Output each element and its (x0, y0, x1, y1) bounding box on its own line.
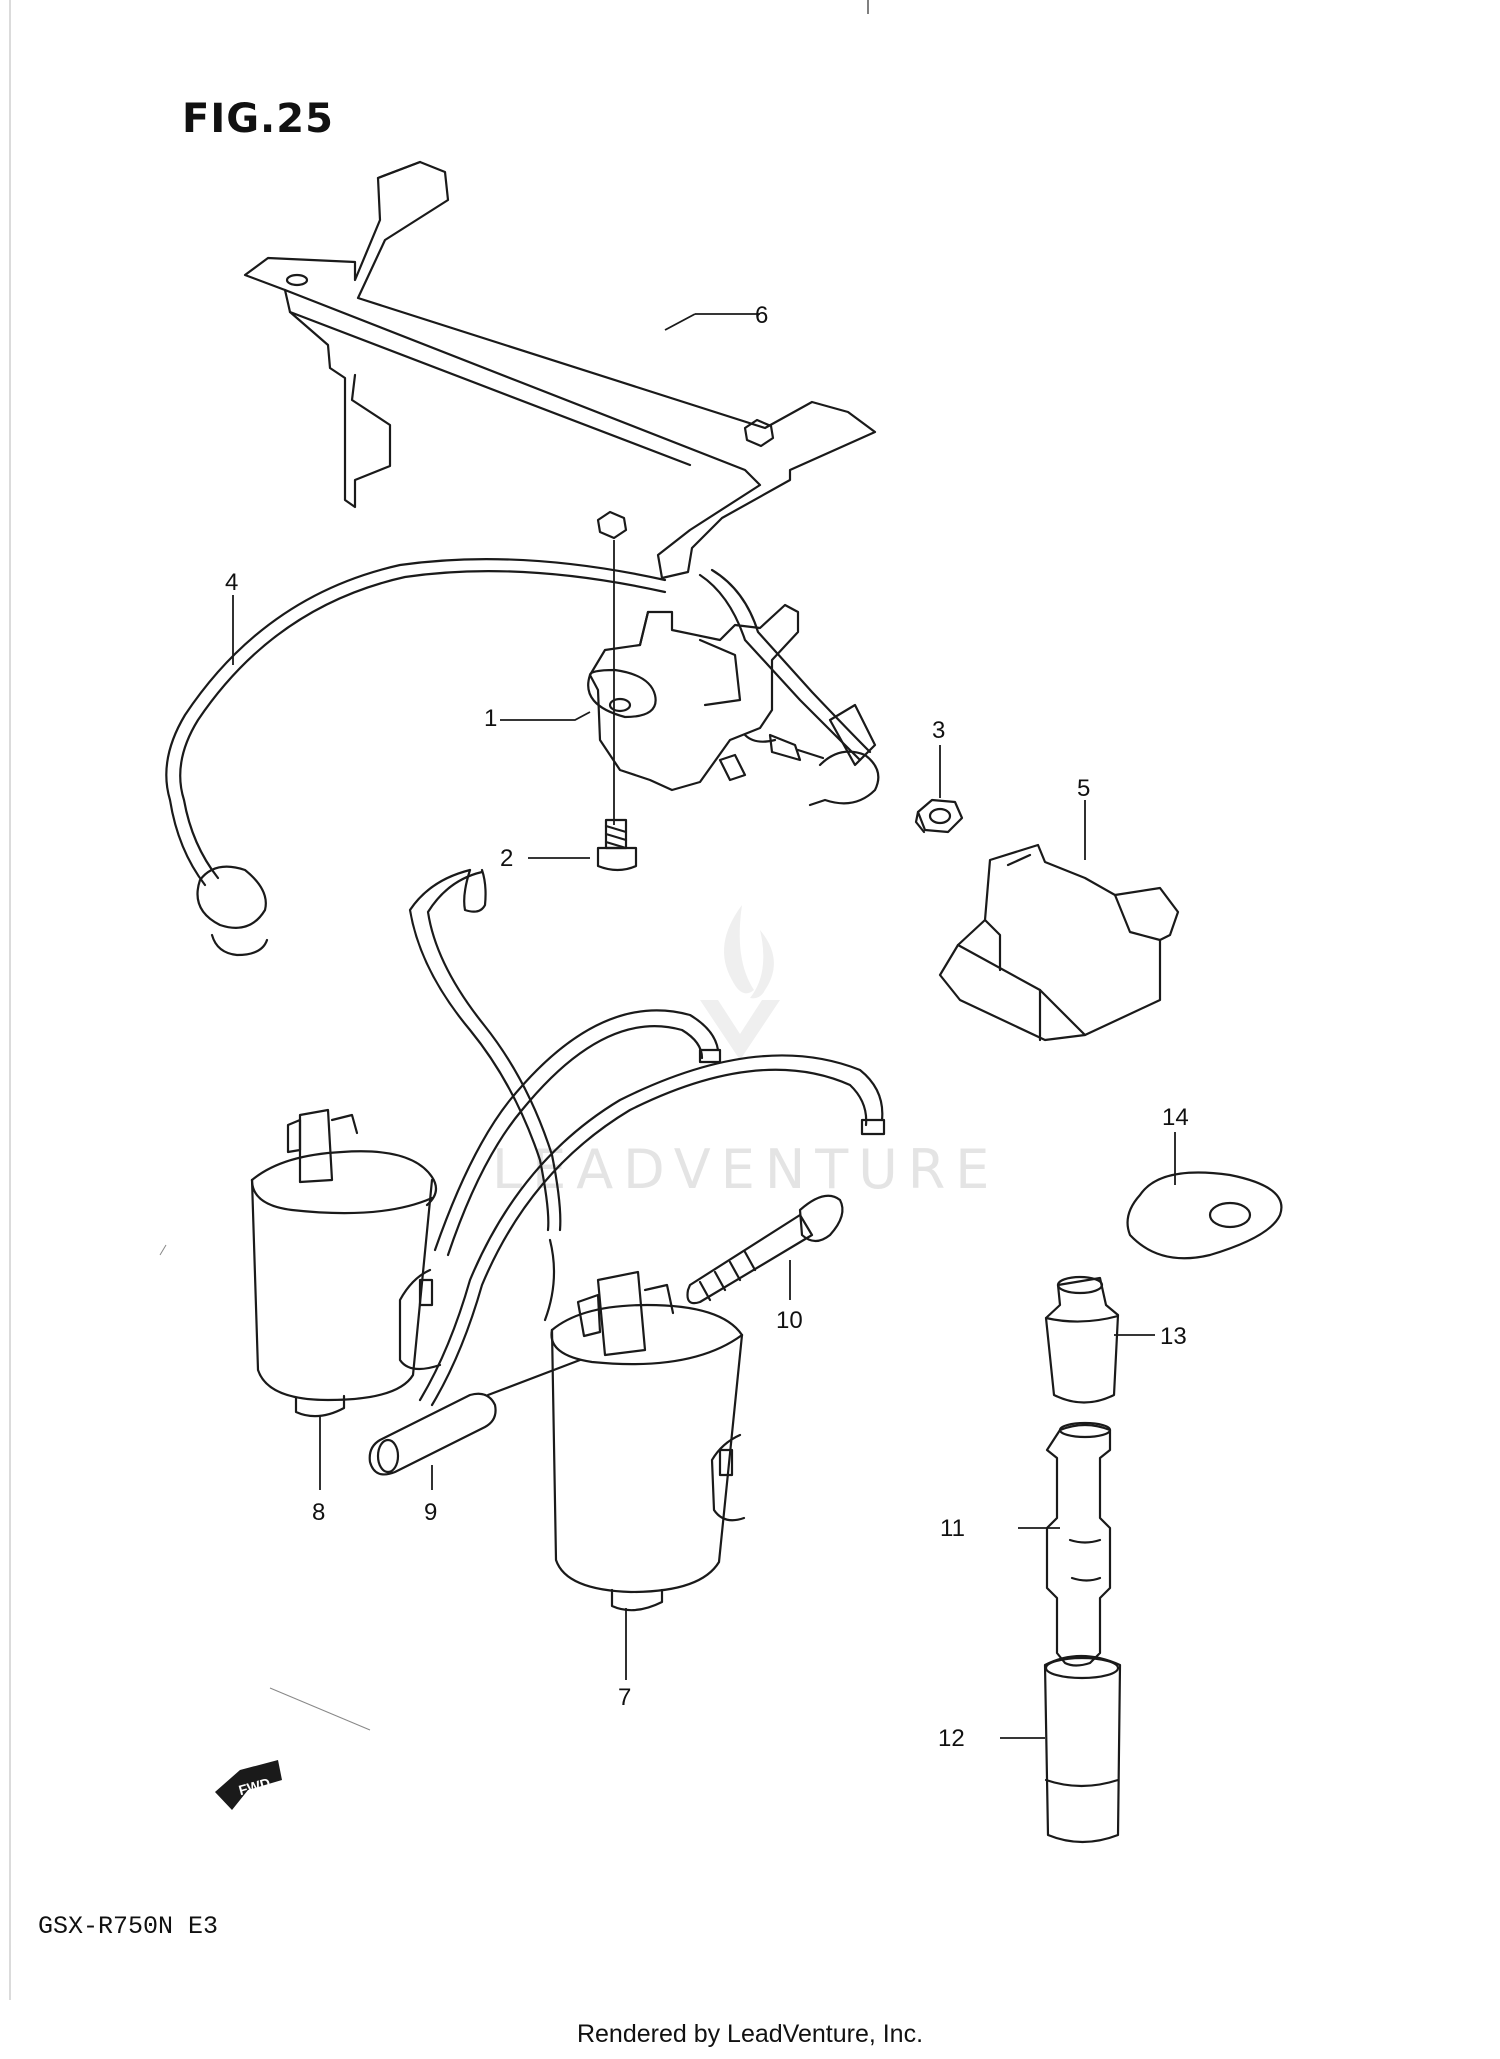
part-10-screw (686, 1194, 844, 1305)
callout-9: 9 (424, 1499, 437, 1526)
part-8-ignition-coil (250, 1108, 442, 1490)
callout-4: 4 (225, 569, 238, 596)
part-7-ignition-coil (550, 1270, 746, 1680)
figure-title: FIG.25 (182, 96, 334, 142)
part-3-nut (914, 798, 964, 834)
part-14-cover (1126, 1132, 1283, 1260)
callout-10: 10 (776, 1307, 803, 1334)
part-11-terminal (1018, 1421, 1112, 1667)
callout-5: 5 (1077, 775, 1090, 802)
model-code: GSX-R750N E3 (38, 1912, 219, 1941)
part-13-cap (1044, 1275, 1155, 1404)
callout-11: 11 (940, 1515, 965, 1542)
part-cords (408, 868, 886, 1407)
watermark-text: LEADVENTURE (492, 1138, 999, 1201)
watermark-logo: LEADVENTURE (492, 905, 999, 1201)
fwd-arrow-icon: FWD (215, 1760, 282, 1810)
part-4-lead-wire (165, 558, 880, 957)
footer-credit: Rendered by LeadVenture, Inc. (576, 2020, 924, 2048)
callout-1: 1 (484, 705, 497, 732)
part-9-tube (368, 1358, 582, 1490)
part-5-cover (938, 843, 1180, 1042)
part-2-bolt (596, 540, 638, 872)
part-12-sleeve (1000, 1655, 1122, 1844)
callout-leaders (232, 313, 1086, 860)
callout-6: 6 (755, 302, 768, 329)
callout-7: 7 (618, 1684, 631, 1711)
fwd-label: FWD (237, 1775, 272, 1799)
callout-13: 13 (1160, 1323, 1187, 1350)
callout-12: 12 (938, 1725, 965, 1752)
part-1-relay (587, 603, 825, 792)
callout-14: 14 (1162, 1104, 1189, 1131)
callout-8: 8 (312, 1499, 325, 1526)
part-6-bracket (243, 160, 877, 580)
callout-3: 3 (932, 717, 945, 744)
callout-2: 2 (500, 845, 513, 872)
